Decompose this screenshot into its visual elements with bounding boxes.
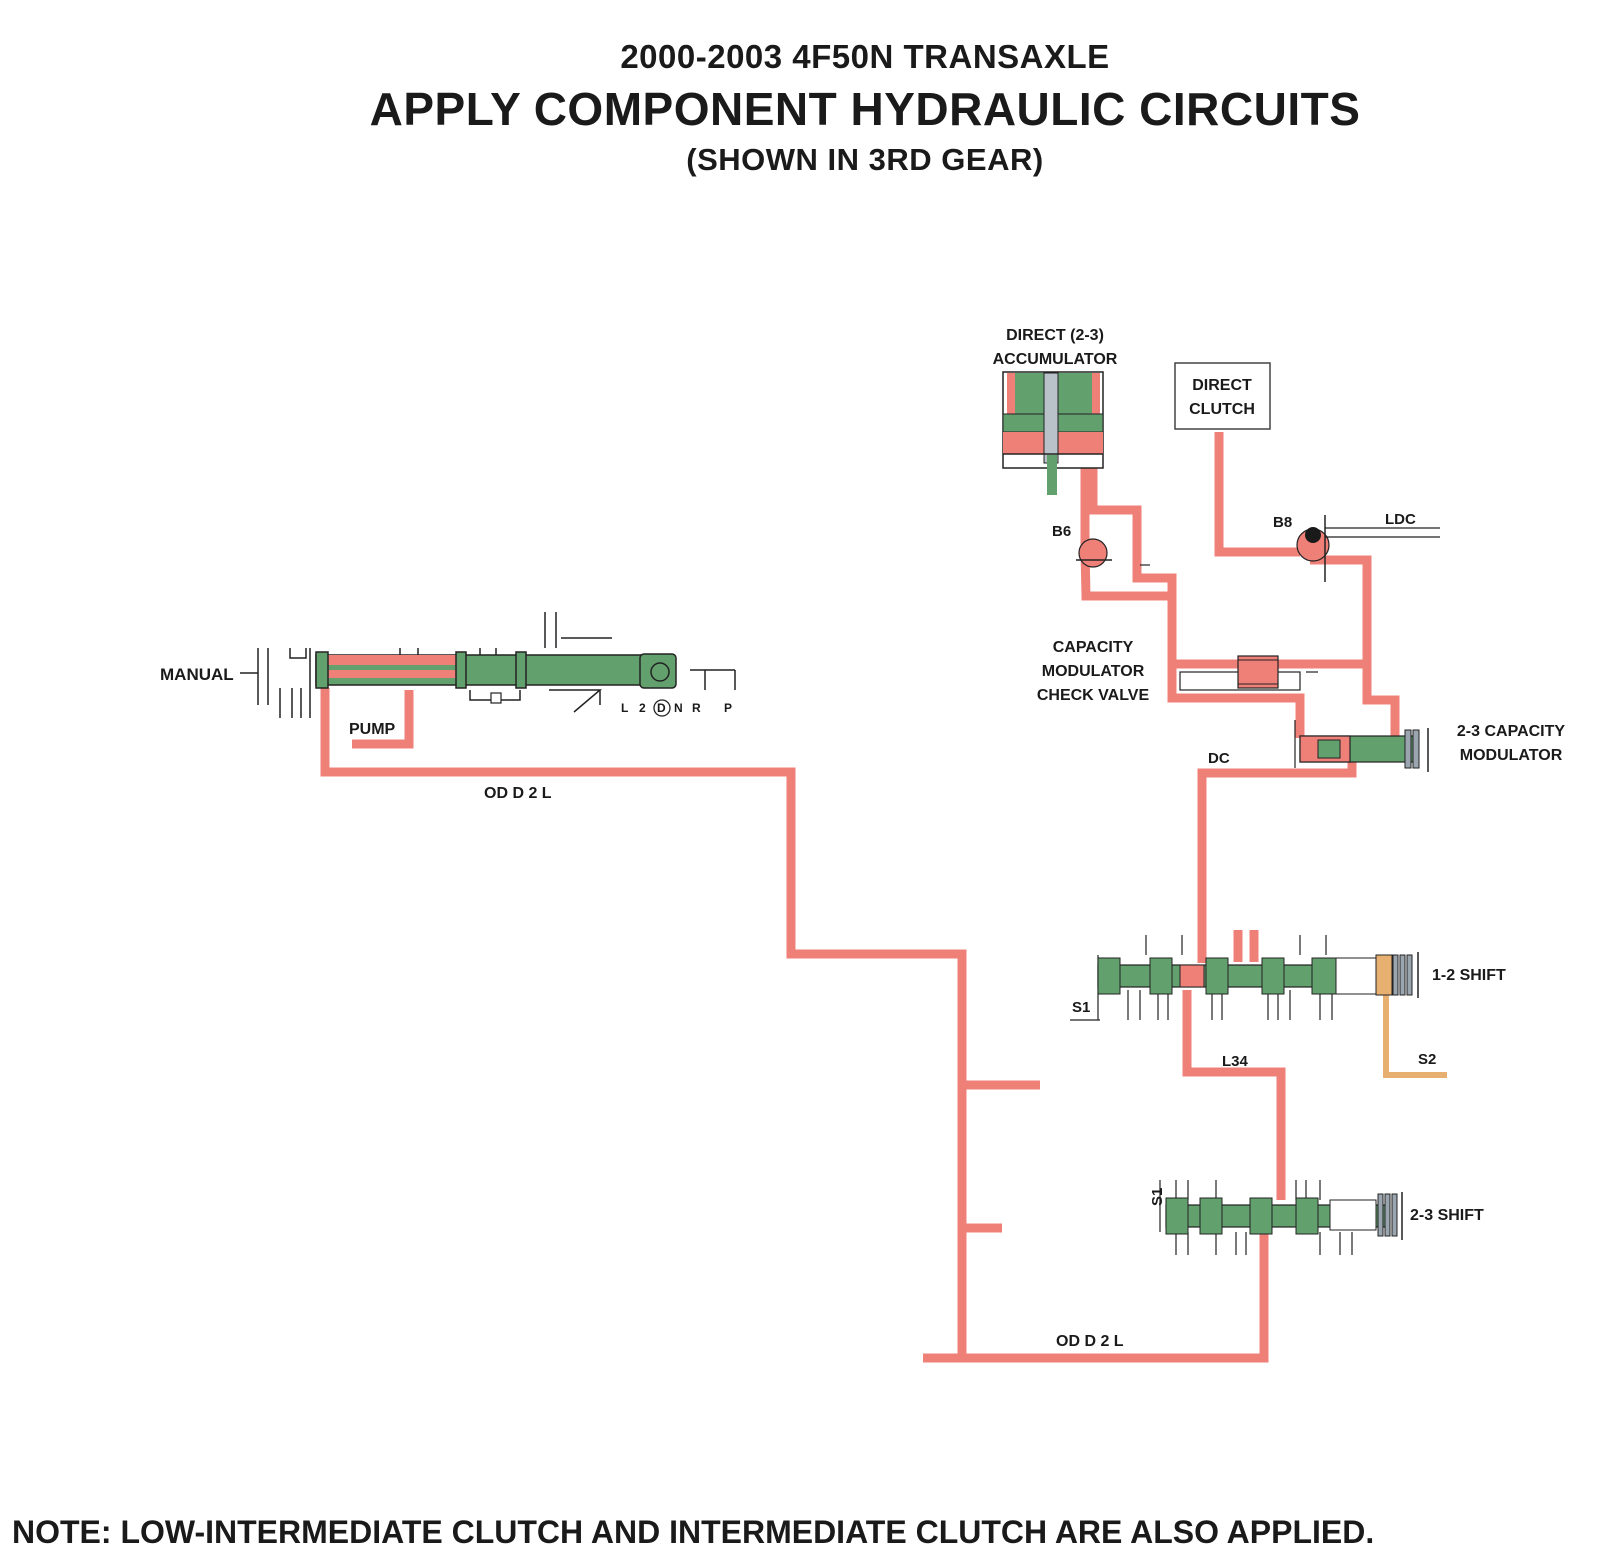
l34-line	[1182, 990, 1286, 1200]
direct-clutch-label-1: DIRECT	[1192, 377, 1252, 394]
manual-position-labels: L 2 D N R P	[621, 699, 732, 717]
accumulator-label-2: ACCUMULATOR	[993, 351, 1118, 368]
od-d2l-upper-label: OD D 2 L	[484, 785, 552, 802]
s1-upper-label: S1	[1072, 999, 1090, 1016]
od-d2l-bottom-line	[962, 1225, 1269, 1363]
direct-clutch-line	[1214, 432, 1300, 557]
position-n: N	[674, 701, 683, 715]
pump-line	[352, 690, 414, 749]
accumulator-b6-line	[1080, 460, 1172, 601]
direct-clutch-label-2: CLUTCH	[1189, 401, 1255, 418]
page-title: APPLY COMPONENT HYDRAULIC CIRCUITS	[369, 83, 1361, 135]
accumulator-label-1: DIRECT (2-3)	[1006, 327, 1104, 344]
oil-passages	[320, 432, 1400, 1363]
s2-signal-line	[1383, 965, 1447, 1078]
position-p: P	[724, 701, 732, 715]
cap-mod-label-2: MODULATOR	[1460, 747, 1563, 764]
shift-12-valve	[1070, 935, 1419, 1021]
gear-subtitle: (SHOWN IN 3RD GEAR)	[686, 142, 1044, 177]
shift-23-valve	[1159, 1180, 1403, 1255]
cap-mod-label-1: 2-3 CAPACITY	[1457, 723, 1565, 740]
l34-label: L34	[1222, 1053, 1249, 1070]
s2-label: S2	[1418, 1051, 1436, 1068]
position-l: L	[621, 701, 628, 715]
s1-lower-label: S1	[1149, 1188, 1166, 1206]
position-d-circle	[653, 699, 671, 717]
b6-check-ball	[1076, 538, 1150, 568]
check-valve-bypass-line	[1167, 664, 1305, 738]
position-2: 2	[639, 701, 646, 715]
cap-check-label-2: MODULATOR	[1042, 663, 1145, 680]
ldc-label: LDC	[1385, 511, 1416, 528]
shift-23-label: 2-3 SHIFT	[1410, 1207, 1484, 1224]
cap-check-label-1: CAPACITY	[1053, 639, 1134, 656]
capacity-modulator-check-valve	[1179, 655, 1318, 691]
direct-clutch-box	[1174, 362, 1271, 430]
dc-label: DC	[1208, 750, 1230, 767]
position-r: R	[692, 701, 701, 715]
cap-check-label-3: CHECK VALVE	[1037, 687, 1150, 704]
od-d2l-line	[320, 688, 967, 1363]
direct-accumulator	[1002, 371, 1104, 495]
footer-note: NOTE: LOW-INTERMEDIATE CLUTCH AND INTERM…	[12, 1514, 1375, 1550]
b8-check-ball	[1296, 515, 1440, 582]
manual-label: MANUAL	[160, 665, 234, 684]
capacity-modulator-valve	[1294, 720, 1429, 772]
manual-valve	[240, 612, 736, 718]
shift12-top-stub	[1233, 930, 1259, 962]
b8-label: B8	[1273, 514, 1292, 531]
b8-output-line	[1310, 555, 1400, 738]
dc-line	[1197, 760, 1357, 963]
year-title: 2000-2003 4F50N TRANSAXLE	[620, 38, 1110, 75]
b6-label: B6	[1052, 523, 1071, 540]
shift-12-label: 1-2 SHIFT	[1432, 967, 1506, 984]
position-d: D	[657, 701, 666, 715]
od-d2l-lower-label: OD D 2 L	[1056, 1333, 1124, 1350]
pump-label: PUMP	[349, 721, 396, 738]
